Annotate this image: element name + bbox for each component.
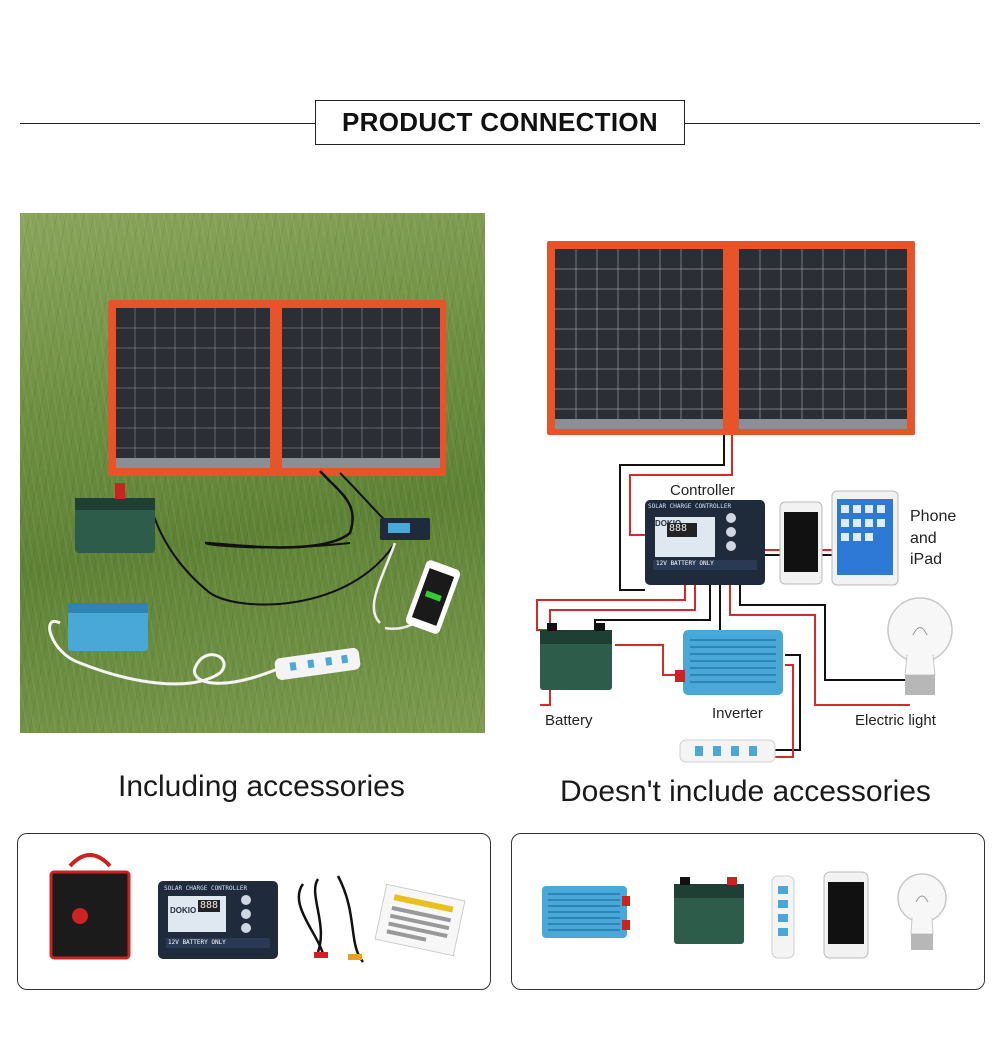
alligator-clip-cable-icon [297,875,364,963]
label-controller: Controller [670,482,736,499]
label-phone: Phone [910,508,957,525]
label-inverter: Inverter [712,705,763,722]
diagram-controller-brand: DOKIO [655,519,682,528]
charge-controller-icon [645,500,765,585]
header-rule-left [20,123,315,124]
smartphone-icon [779,501,823,585]
solar-kit-photo-icon [48,300,461,686]
label-ipad: iPad [910,551,943,568]
light-bulb-icon [897,873,947,950]
inverter-icon [542,886,630,938]
connection-diagram [536,241,953,763]
caption-not-including: Doesn't include accessories [560,775,931,808]
label-and: and [910,530,937,547]
label-electric-light: Electric light [855,712,936,729]
label-battery: Battery [545,712,593,729]
page-title: PRODUCT CONNECTION [315,100,685,145]
included-controller-display: 888 [200,900,219,911]
light-bulb-icon [887,597,953,695]
charge-controller-icon [158,881,278,959]
carry-bag-icon [49,853,131,960]
power-strip-icon [771,875,795,959]
product-photo [20,213,485,733]
diagram-controller-footer: 12V BATTERY ONLY [656,560,714,567]
diagram-controller-display: 888 [669,523,688,534]
manual-card-icon [374,883,466,957]
smartphone-icon [823,871,869,959]
power-strip-icon [679,739,776,763]
included-controller-footer: 12V BATTERY ONLY [168,939,226,946]
battery-icon [674,877,744,944]
battery-icon [540,623,612,690]
diagram-controller-header: SOLAR CHARGE CONTROLLER [648,503,732,510]
inverter-icon [675,630,783,695]
included-controller-brand: DOKIO [170,906,197,915]
header-rule-right [685,123,980,124]
tablet-icon [831,490,899,586]
folding-solar-panel-icon [547,241,915,435]
included-controller-header: SOLAR CHARGE CONTROLLER [164,885,248,892]
not-included-accessories-box [511,833,985,990]
included-accessories-box: SOLAR CHARGE CONTROLLER DOKIO 888 12V BA… [17,833,491,990]
caption-including: Including accessories [118,770,405,803]
